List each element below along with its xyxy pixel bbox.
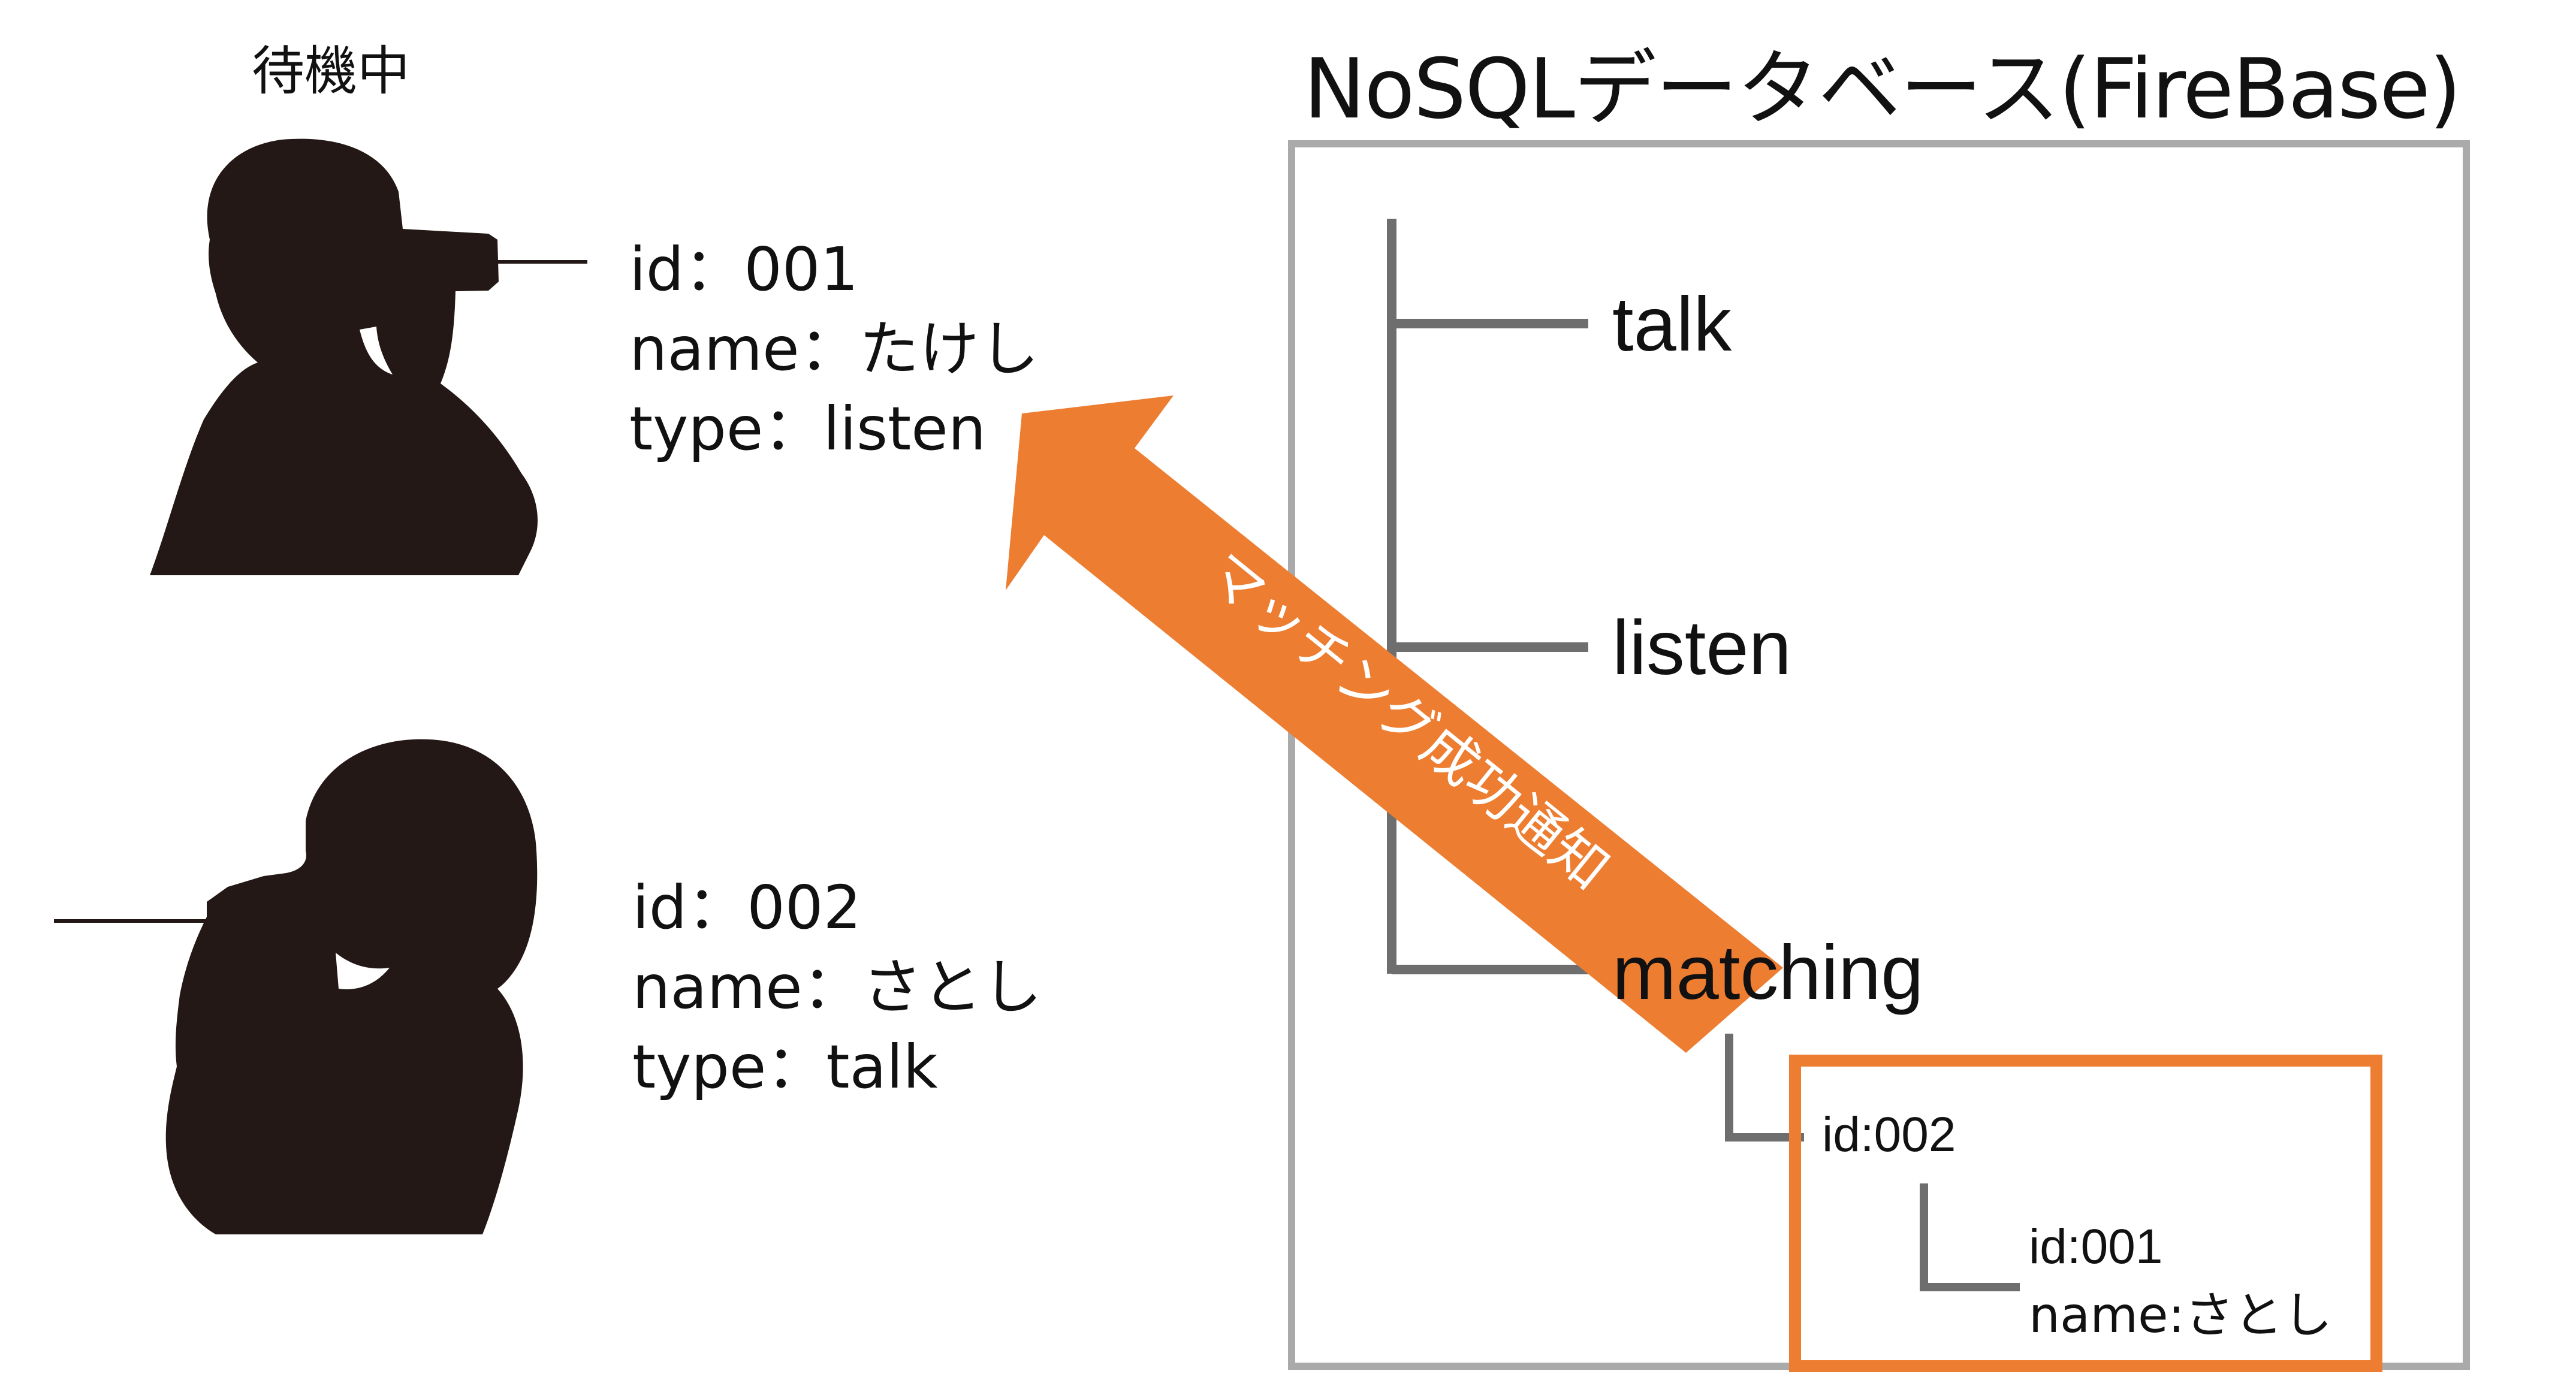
match-highlight-box <box>1789 1055 2382 1372</box>
notification-arrow-shape <box>1006 395 1783 1053</box>
match-child-id: id:001 <box>2029 1219 2163 1274</box>
match-record-id: id:002 <box>1822 1107 1956 1162</box>
waiting-label: 待機中 <box>252 40 411 102</box>
matching-notification-arrow <box>1006 395 1783 1053</box>
user-name-line: name：さとし <box>632 952 1042 1022</box>
notification-label: マッチング成功通知 <box>1195 540 1621 902</box>
user-type-line: type：talk <box>632 1032 938 1102</box>
talker-silhouette-icon <box>54 739 538 1234</box>
db-node-listen: listen <box>1612 605 1791 691</box>
db-node-talk: talk <box>1612 282 1732 367</box>
match-child-name: name:さとし <box>2029 1287 2333 1344</box>
database-title: NoSQLデータベース(FireBase) <box>1304 41 2462 137</box>
tree-branch-id001 <box>1920 1183 2020 1291</box>
user-name-line: name：たけし <box>629 314 1039 384</box>
user-type-line: type：listen <box>629 394 987 464</box>
user-id-line: id：001 <box>629 234 859 304</box>
db-tree-lines <box>1387 219 2020 1291</box>
tree-branch-id002 <box>1725 1034 1804 1142</box>
db-node-matching: matching <box>1612 930 1924 1016</box>
user-id-line: id：002 <box>632 872 862 943</box>
listener-silhouette-icon <box>150 138 587 575</box>
